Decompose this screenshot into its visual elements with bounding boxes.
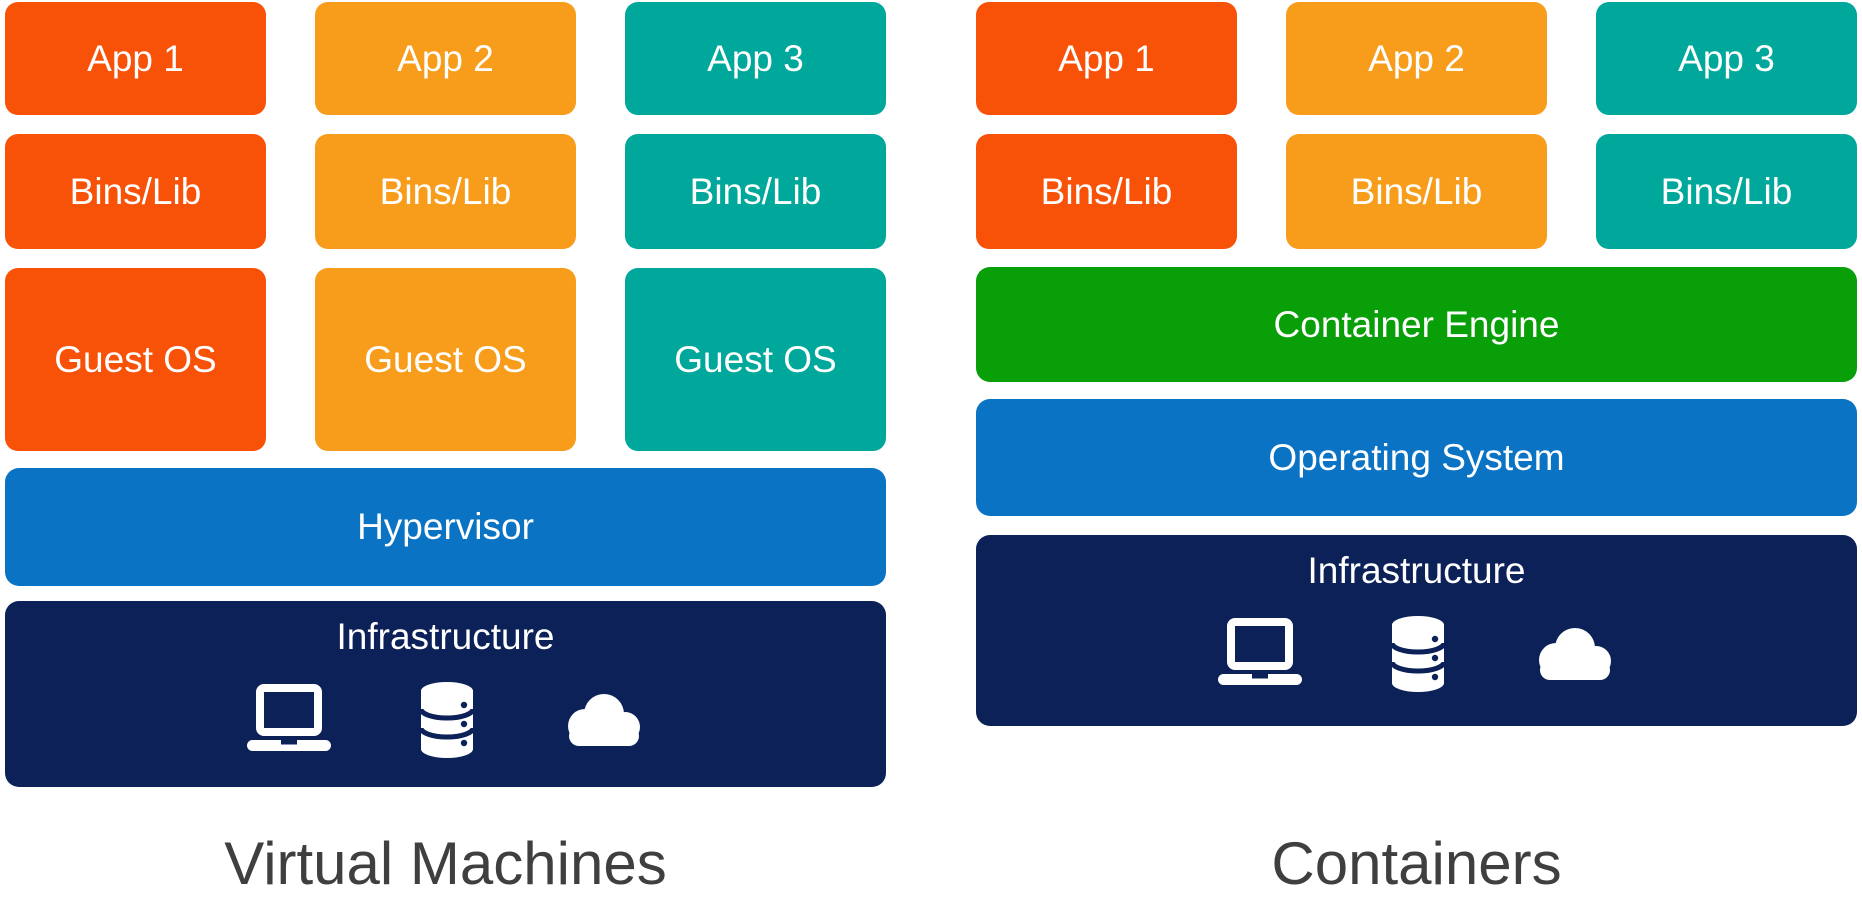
vm-guest-os-row: Guest OS Guest OS Guest OS <box>5 268 886 451</box>
vm-app2-box: App 2 <box>315 2 576 115</box>
vm-guest3-box: Guest OS <box>625 268 886 451</box>
vm-app1-box: App 1 <box>5 2 266 115</box>
containers-stack: App 1 App 2 App 3 Bins/Lib Bins/Lib Bins… <box>976 0 1862 902</box>
hypervisor-bar: Hypervisor <box>5 468 886 586</box>
vm-guest1-label: Guest OS <box>54 338 217 380</box>
vm-app3-label: App 3 <box>707 37 804 79</box>
vm-guest2-label: Guest OS <box>364 338 527 380</box>
vm-app2-label: App 2 <box>397 37 494 79</box>
vm-guest2-box: Guest OS <box>315 268 576 451</box>
container-infrastructure-bar: Infrastructure <box>976 535 1857 726</box>
laptop-icon <box>246 684 331 751</box>
vm-bins1-box: Bins/Lib <box>5 134 266 249</box>
container-app3-label: App 3 <box>1678 37 1775 79</box>
container-app1-label: App 1 <box>1058 37 1155 79</box>
virtual-machines-caption: Virtual Machines <box>224 830 667 897</box>
vm-app3-box: App 3 <box>625 2 886 115</box>
container-bins2-box: Bins/Lib <box>1286 134 1547 249</box>
container-app3-box: App 3 <box>1596 2 1857 115</box>
vm-bins1-label: Bins/Lib <box>69 170 202 212</box>
vm-app1-label: App 1 <box>87 37 184 79</box>
vm-bins-row: Bins/Lib Bins/Lib Bins/Lib <box>5 134 886 249</box>
container-bins1-label: Bins/Lib <box>1040 170 1173 212</box>
vm-guest3-label: Guest OS <box>674 338 837 380</box>
database-icon <box>1389 616 1446 692</box>
virtual-machines-stack: App 1 App 2 App 3 Bins/Lib Bins/Lib Bins… <box>0 0 886 902</box>
vm-infrastructure-label: Infrastructure <box>336 616 555 657</box>
operating-system-bar: Operating System <box>976 399 1857 516</box>
operating-system-label: Operating System <box>1268 436 1565 478</box>
container-infrastructure-icons <box>1212 615 1622 693</box>
vm-bins2-label: Bins/Lib <box>379 170 512 212</box>
vm-infrastructure-bar: Infrastructure <box>5 601 886 787</box>
vm-bins2-box: Bins/Lib <box>315 134 576 249</box>
hypervisor-label: Hypervisor <box>357 506 534 547</box>
containers-caption: Containers <box>1271 830 1562 897</box>
container-bins-row: Bins/Lib Bins/Lib Bins/Lib <box>976 134 1857 249</box>
vm-bins3-label: Bins/Lib <box>689 170 822 212</box>
laptop-icon <box>1217 618 1302 685</box>
vm-app-row: App 1 App 2 App 3 <box>5 2 886 115</box>
container-engine-bar: Container Engine <box>976 267 1857 382</box>
container-engine-label: Container Engine <box>1273 303 1560 345</box>
vm-infrastructure-icons <box>241 681 651 759</box>
container-bins3-label: Bins/Lib <box>1660 170 1793 212</box>
database-icon <box>418 682 475 758</box>
container-bins3-box: Bins/Lib <box>1596 134 1857 249</box>
container-bins1-box: Bins/Lib <box>976 134 1237 249</box>
container-app1-box: App 1 <box>976 2 1237 115</box>
container-infrastructure-label: Infrastructure <box>1307 550 1526 591</box>
vm-bins3-box: Bins/Lib <box>625 134 886 249</box>
vm-guest1-box: Guest OS <box>5 268 266 451</box>
container-app2-box: App 2 <box>1286 2 1547 115</box>
cloud-icon <box>1538 628 1611 680</box>
container-app-row: App 1 App 2 App 3 <box>976 2 1857 115</box>
container-bins2-label: Bins/Lib <box>1350 170 1483 212</box>
container-app2-label: App 2 <box>1368 37 1465 79</box>
cloud-icon <box>567 694 640 746</box>
